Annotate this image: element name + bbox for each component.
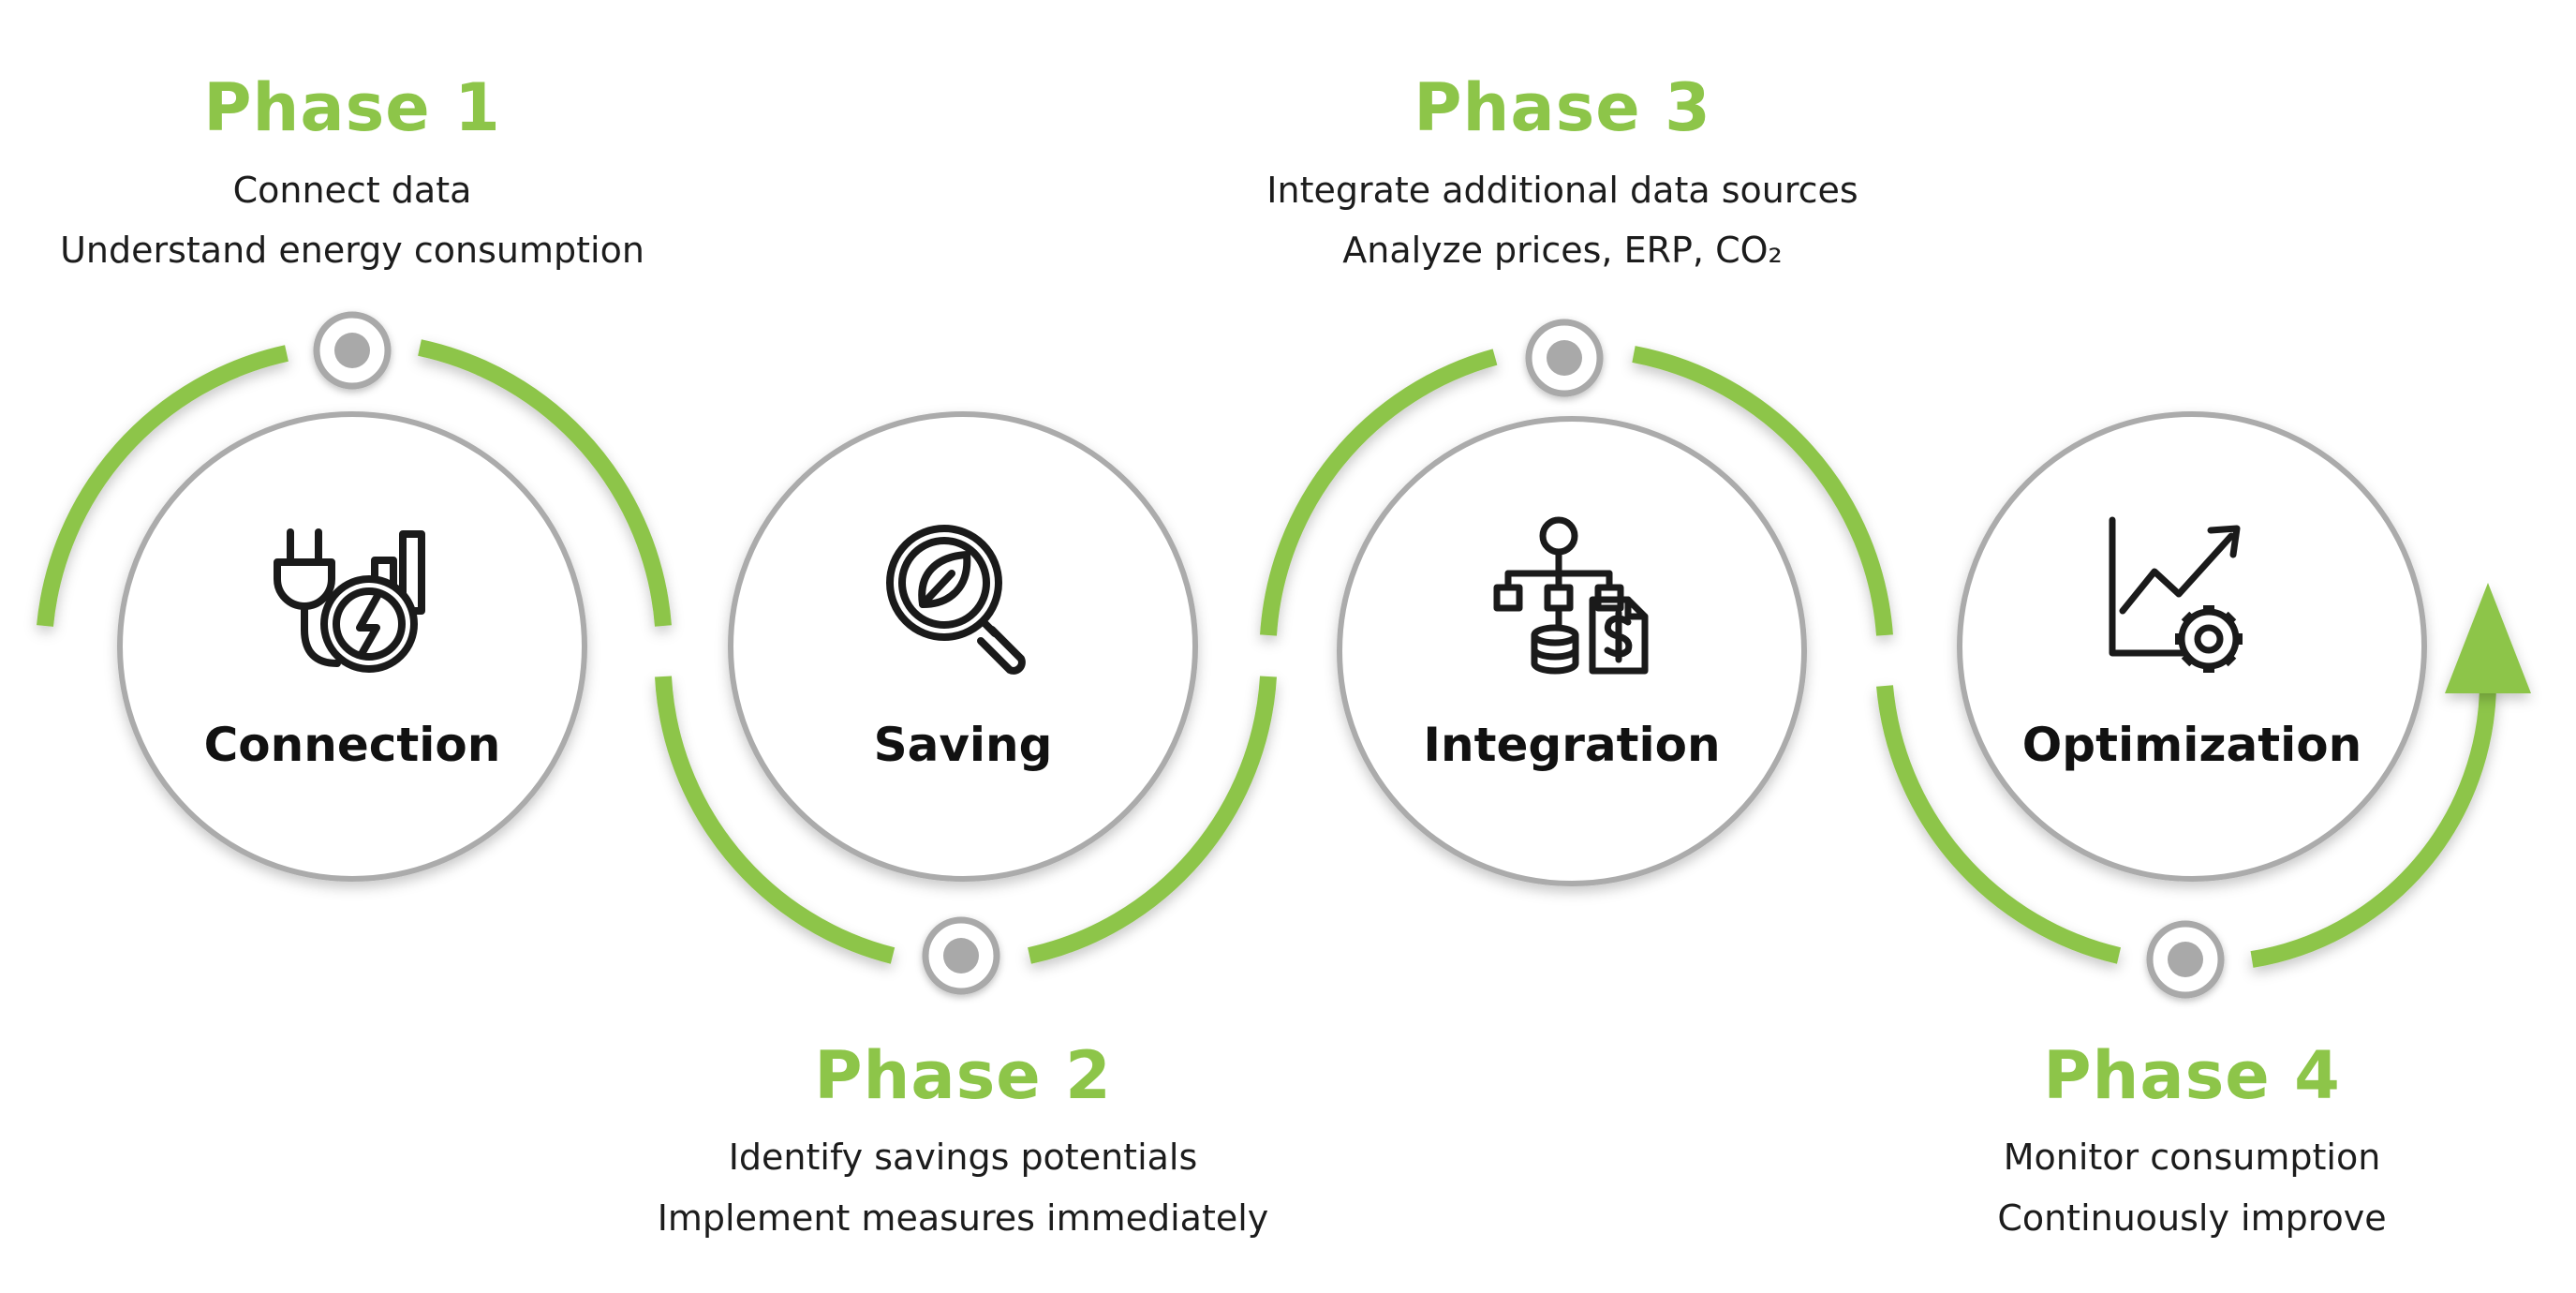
arc-phase-3-left [1260,349,1498,636]
phase-1-line-1: Connect data [232,170,472,211]
phase-4-line-1: Monitor consumption [2003,1137,2381,1178]
connector-arcs [37,339,2496,968]
step-circle-optimization [1957,411,2427,882]
phase-2-line-2: Implement measures immediately [657,1197,1269,1239]
arrow-head [2445,583,2531,693]
phase-3-line-1: Integrate additional data sources [1266,170,1858,211]
arc-phase-4-right [2250,683,2496,968]
step-label-optimization: Optimization [2021,718,2362,772]
step-circle-saving [728,411,1198,882]
node-marker [1525,319,1604,397]
phase-2-line-1: Identify savings potentials [728,1137,1198,1178]
arc-phase-4-left [1876,685,2122,964]
step-label-integration: Integration [1423,718,1721,772]
arc-phase-2-right [1028,676,1277,964]
arc-phase-3-right [1632,346,1893,636]
node-marker [2146,920,2225,999]
step-label-saving: Saving [873,718,1053,772]
phase-3-title: Phase 3 [1414,69,1711,146]
phase-3-line-2: Analyze prices, ERP, CO₂ [1342,230,1783,271]
chart-gear-icon [2109,516,2243,673]
phase-1-line-2: Understand energy consumption [60,230,644,271]
arc-phase-1-right [418,339,672,627]
arc-phase-2-left [655,676,896,964]
node-marker [313,311,392,390]
node-marker [922,916,1000,995]
plug-energy-icon [274,528,425,673]
arc-phase-1-left [37,345,289,627]
phase-4-title: Phase 4 [2043,1037,2341,1114]
phase-2-title: Phase 2 [814,1037,1112,1114]
phase-1-title: Phase 1 [203,69,501,146]
step-label-connection: Connection [203,718,501,772]
magnifier-leaf-icon [886,525,1026,675]
phase-4-line-2: Continuously improve [1997,1197,2387,1239]
flowchart-database-invoice-icon [1493,516,1649,675]
